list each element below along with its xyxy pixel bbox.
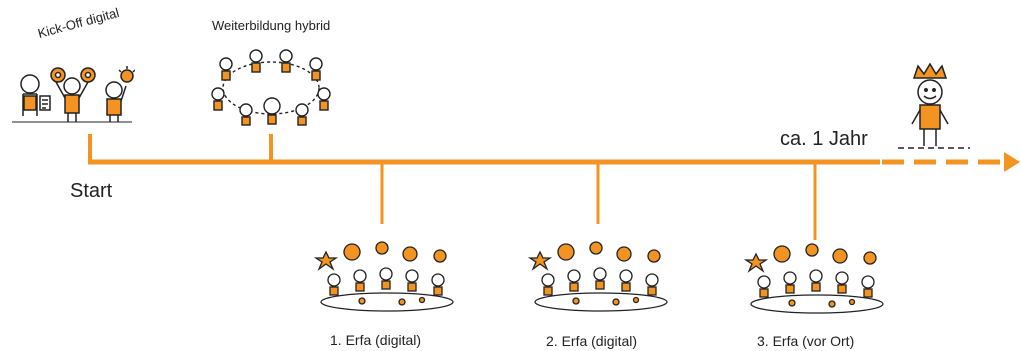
erfa-2-label: 2. Erfa (digital) xyxy=(546,333,638,349)
meeting-table-illustration xyxy=(527,241,668,312)
weiterbildung-label: Weiterbildung hybrid xyxy=(212,18,331,33)
meeting-table-illustration xyxy=(743,243,884,314)
erfa-1-label: 1. Erfa (digital) xyxy=(330,332,422,348)
erfa-3-label: 3. Erfa (vor Ort) xyxy=(757,333,855,349)
meeting-table-illustration xyxy=(313,241,454,312)
group-circle-illustration xyxy=(211,49,331,126)
end-label: ca. 1 Jahr xyxy=(780,128,868,150)
timeline-arrow-head xyxy=(1004,152,1020,172)
start-label: Start xyxy=(70,180,113,202)
crown-icon xyxy=(912,62,948,79)
crowned-figure-illustration xyxy=(911,62,949,146)
kickoff-illustration xyxy=(12,66,135,123)
